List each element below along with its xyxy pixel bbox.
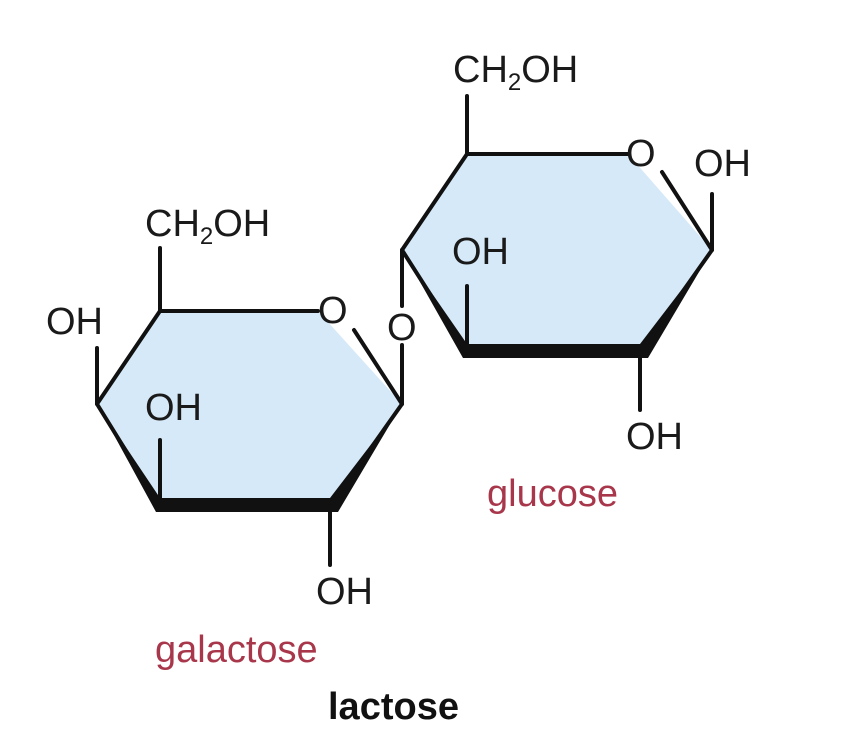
glucose-ring-fill <box>402 154 712 352</box>
galactose-c4-oh-label: OH <box>46 301 103 343</box>
diagram-title: lactose <box>328 686 459 728</box>
glucose-ch2oh-label: CH2OH <box>453 49 578 96</box>
glucose-c3-oh-label: OH <box>452 231 509 273</box>
galactose-c2-oh-label: OH <box>316 571 373 613</box>
galactose-ch2oh-label: CH2OH <box>145 203 270 250</box>
galactose-ring-fill <box>97 311 402 506</box>
glucose-ring <box>400 94 714 412</box>
glucose-name-label: glucose <box>487 473 618 515</box>
glucose-c1-oh-label: OH <box>694 143 751 185</box>
galactose-ring-oxygen-label: O <box>318 290 348 332</box>
galactose-c3-oh-label: OH <box>145 387 202 429</box>
glucose-ring-oxygen-label: O <box>626 133 656 175</box>
glucose-c2-oh-label: OH <box>626 416 683 458</box>
galactose-ring <box>95 246 404 567</box>
glycosidic-oxygen-label: O <box>387 307 417 349</box>
galactose-name-label: galactose <box>155 629 318 671</box>
